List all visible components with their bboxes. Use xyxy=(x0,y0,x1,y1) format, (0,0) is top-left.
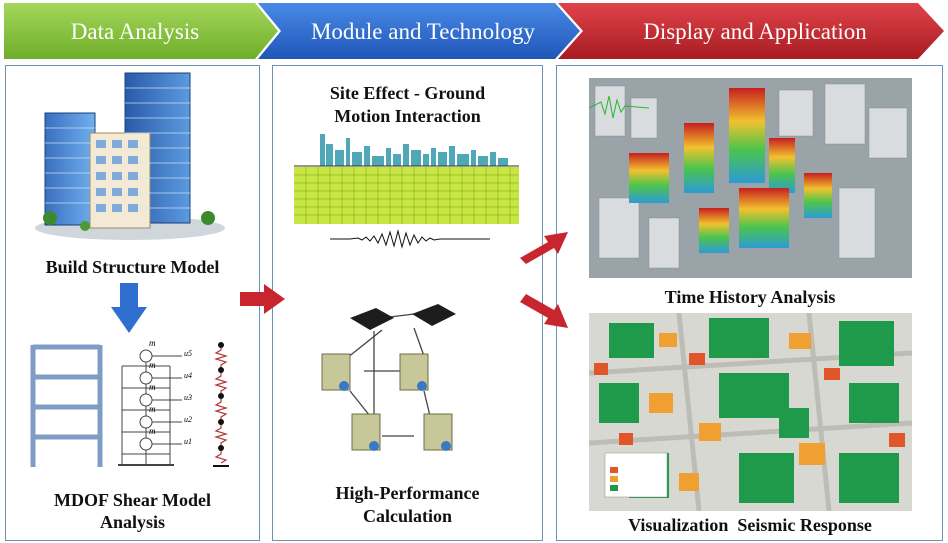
stage-label-module-technology: Module and Technology xyxy=(310,18,536,44)
ground-motion-waveform xyxy=(330,229,490,249)
stage-arrow-green xyxy=(4,3,278,59)
hpc-cluster-diagram xyxy=(321,304,456,451)
site-soil-model-diagram xyxy=(294,134,519,224)
dof-label: u5 xyxy=(184,349,192,358)
caption-site-effect-line2: Motion Interaction xyxy=(334,106,481,126)
caption-analysis: Analysis xyxy=(99,512,166,532)
building-illustration xyxy=(35,72,225,240)
stage-arrows-bar xyxy=(4,3,944,59)
down-arrow-blue xyxy=(111,283,147,333)
stage-arrow-blue xyxy=(258,3,580,59)
mdof-shear-model-diagram xyxy=(118,349,182,466)
caption-time-history-analysis: Time History Analysis xyxy=(664,287,836,307)
dof-label: u1 xyxy=(184,437,192,446)
dof-label: u4 xyxy=(184,371,192,380)
arrow-middle-to-time-history xyxy=(520,232,568,264)
dof-label: u3 xyxy=(184,393,192,402)
arrow-middle-to-visualization xyxy=(520,294,568,328)
mass-label: m xyxy=(149,404,156,414)
mass-label: m xyxy=(149,382,156,392)
caption-hpc-line1: High-Performance xyxy=(335,483,480,503)
frame-model-diagram xyxy=(30,344,103,467)
caption-site-effect-line1: Site Effect - Ground xyxy=(329,83,486,103)
dof-label: u2 xyxy=(184,415,192,424)
spring-chain-diagram xyxy=(213,342,229,467)
caption-hpc-line2: Calculation xyxy=(362,506,452,526)
caption-build-structure-model: Build Structure Model xyxy=(45,257,220,277)
stage-label-data-analysis: Data Analysis xyxy=(70,18,200,44)
time-history-3d-city-render xyxy=(589,78,912,278)
stage-label-display-application: Display and Application xyxy=(643,18,867,44)
stage-arrow-red xyxy=(558,3,944,59)
caption-visualization-seismic-response: Visualization Seismic Response xyxy=(628,515,872,535)
mass-label: m xyxy=(149,360,156,370)
arrow-left-to-middle xyxy=(240,284,285,314)
caption-mdof-shear-model: MDOF Shear Model xyxy=(54,490,211,510)
mass-label: m xyxy=(149,338,156,348)
visualization-seismic-response-map xyxy=(589,313,912,511)
mass-label: m xyxy=(149,426,156,436)
